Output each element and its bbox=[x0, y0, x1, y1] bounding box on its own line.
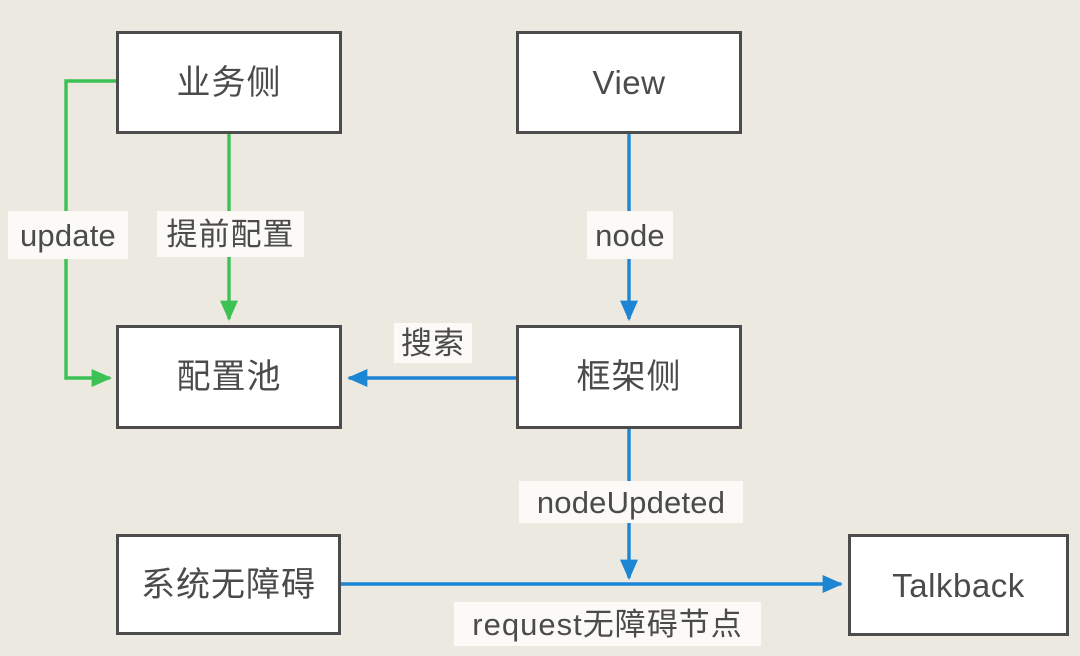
node-label: 系统无障碍 bbox=[141, 565, 316, 604]
edge-label-update: update bbox=[8, 211, 128, 259]
node-label: 框架侧 bbox=[576, 358, 682, 396]
edge-label-search: 搜索 bbox=[394, 323, 472, 363]
node-system-accessibility[interactable]: 系统无障碍 bbox=[116, 534, 341, 635]
node-talkback[interactable]: Talkback bbox=[848, 534, 1069, 636]
node-label: 业务侧 bbox=[176, 63, 282, 102]
edge-label-request-accessibility-node: request无障碍节点 bbox=[454, 602, 761, 646]
node-view[interactable]: View bbox=[516, 31, 742, 134]
edge-label-nodeupdeted: nodeUpdeted bbox=[519, 481, 743, 523]
edge-label-preconfig: 提前配置 bbox=[157, 211, 304, 257]
node-label: Talkback bbox=[892, 566, 1025, 604]
node-label: 配置池 bbox=[176, 358, 282, 396]
node-framework-side[interactable]: 框架侧 bbox=[516, 325, 742, 429]
node-config-pool[interactable]: 配置池 bbox=[116, 325, 342, 429]
edge-label-node: node bbox=[587, 211, 673, 259]
node-label: View bbox=[592, 64, 666, 101]
node-business-side[interactable]: 业务侧 bbox=[116, 31, 342, 134]
